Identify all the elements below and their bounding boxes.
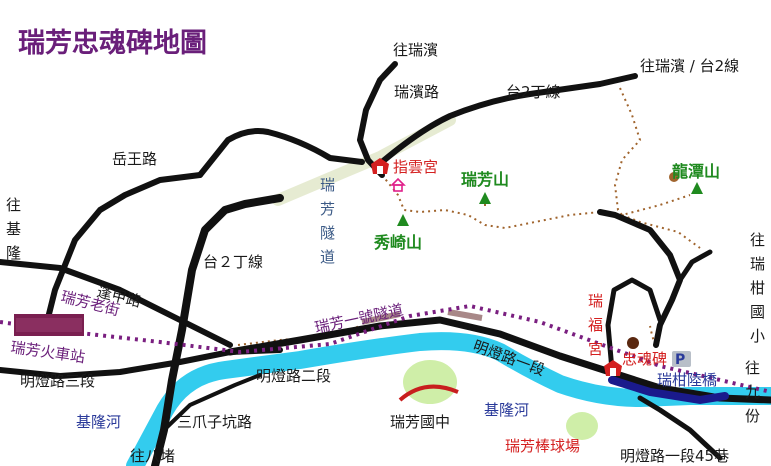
temple-icon (371, 158, 389, 174)
label-ruifang-mtn: 瑞芳山 (461, 170, 509, 189)
label-to-jiufen-3: 份 (745, 407, 760, 425)
label-to-badu: 往八堵 (130, 447, 175, 465)
roads (0, 61, 771, 466)
label-to-keelung-1: 往 (6, 196, 21, 214)
ruigan-bridge-line (608, 376, 729, 405)
ruifu-loop-line (605, 277, 663, 373)
school-field (403, 360, 457, 404)
tunnel-no1-segment-b (447, 309, 483, 321)
label-to-keelung-2: 基 (6, 220, 21, 238)
sanzhazi-road-line (162, 373, 262, 432)
label-ruifang-tunnel-4: 道 (320, 248, 335, 266)
label-longtan-mtn: 龍潭山 (672, 162, 720, 181)
peak-dot (669, 172, 679, 182)
yuewang-road-line (197, 128, 365, 178)
label-ruifang-tunnel-1: 瑞 (320, 176, 335, 194)
label-to-ruigan-4: 國 (750, 303, 765, 321)
label-ruifu-1: 瑞 (588, 292, 603, 310)
baseball-field-shape (566, 412, 598, 440)
lane45-line (637, 395, 723, 461)
parking-icon (672, 351, 691, 367)
label-to-ruigan-3: 柑 (750, 279, 765, 297)
label-to-jiufen-1: 往 (745, 359, 760, 377)
label-ruifu-3: 宮 (588, 340, 603, 358)
label-ruifang-jh: 瑞芳國中 (390, 413, 450, 431)
label-to-ruibin-route2: 往瑞濱 / 台2線 (640, 57, 739, 75)
label-ruifang-tunnel-3: 隧 (320, 224, 335, 242)
keelung-road-line (42, 172, 203, 333)
mountain-peak-icon (479, 192, 491, 204)
label-mingdeng-3: 明燈路三段 (20, 372, 95, 390)
label-ruifang-tunnel-2: 芳 (320, 200, 335, 218)
fengjia-road-line (0, 259, 233, 348)
label-to-jiufen-2: 九 (745, 383, 760, 401)
label-ruifang-station: 瑞芳火車站 (9, 338, 86, 366)
label-ruifu-2: 福 (588, 316, 603, 334)
mingdeng-main-line (226, 316, 771, 404)
label-xiuqi-mtn: 秀崎山 (373, 233, 422, 252)
ruigan-line (677, 249, 713, 283)
route2-mid-line (151, 194, 284, 466)
label-parking: P (675, 352, 685, 368)
shrine-icon (390, 177, 406, 192)
label-route2-top: 台2丁線 (506, 83, 561, 101)
label-ruibin-road: 瑞濱路 (394, 83, 439, 101)
label-keelung-river-mid: 基隆河 (484, 401, 529, 419)
label-to-ruigan-2: 瑞 (750, 255, 765, 273)
trails (237, 87, 701, 346)
label-ruigan-bridge: 瑞柑陸橋 (657, 371, 717, 389)
label-memorial: 忠魂碑 (622, 350, 667, 368)
label-to-ruibin-top: 往瑞濱 (393, 41, 438, 59)
school-arc (398, 384, 459, 402)
ruibin-road-line (357, 61, 398, 178)
label-mingdeng-1-45: 明燈路一段45巷 (620, 447, 729, 465)
longtan-road-line (597, 209, 683, 348)
label-yuewang-road: 岳王路 (112, 150, 157, 168)
label-zhiyun-temple: 指雲宮 (393, 158, 438, 176)
map-title: 瑞芳忠魂碑地圖 (18, 28, 207, 59)
label-to-keelung-3: 隆 (6, 244, 21, 262)
temple-icon (604, 360, 622, 376)
mountain-peak-icon (397, 214, 409, 226)
label-to-ruigan-1: 往 (750, 231, 765, 249)
keelung-river (126, 332, 771, 466)
label-mingdeng-1: 明燈路一段 (471, 337, 548, 380)
label-route2-mid: 台２丁線 (203, 253, 263, 271)
route2-top-line (379, 73, 638, 165)
label-baseball-field: 瑞芳棒球場 (505, 437, 580, 455)
memorial-marker-icon (627, 337, 639, 349)
label-sanzhazi-road: 三爪子坑路 (177, 413, 252, 431)
label-to-ruigan-5: 小 (750, 327, 765, 345)
label-keelung-river-left: 基隆河 (76, 413, 121, 431)
label-mingdeng-2: 明燈路二段 (256, 367, 331, 385)
mountain-peak-icon (691, 182, 703, 194)
tunnel-no1-segment-a (361, 311, 401, 325)
